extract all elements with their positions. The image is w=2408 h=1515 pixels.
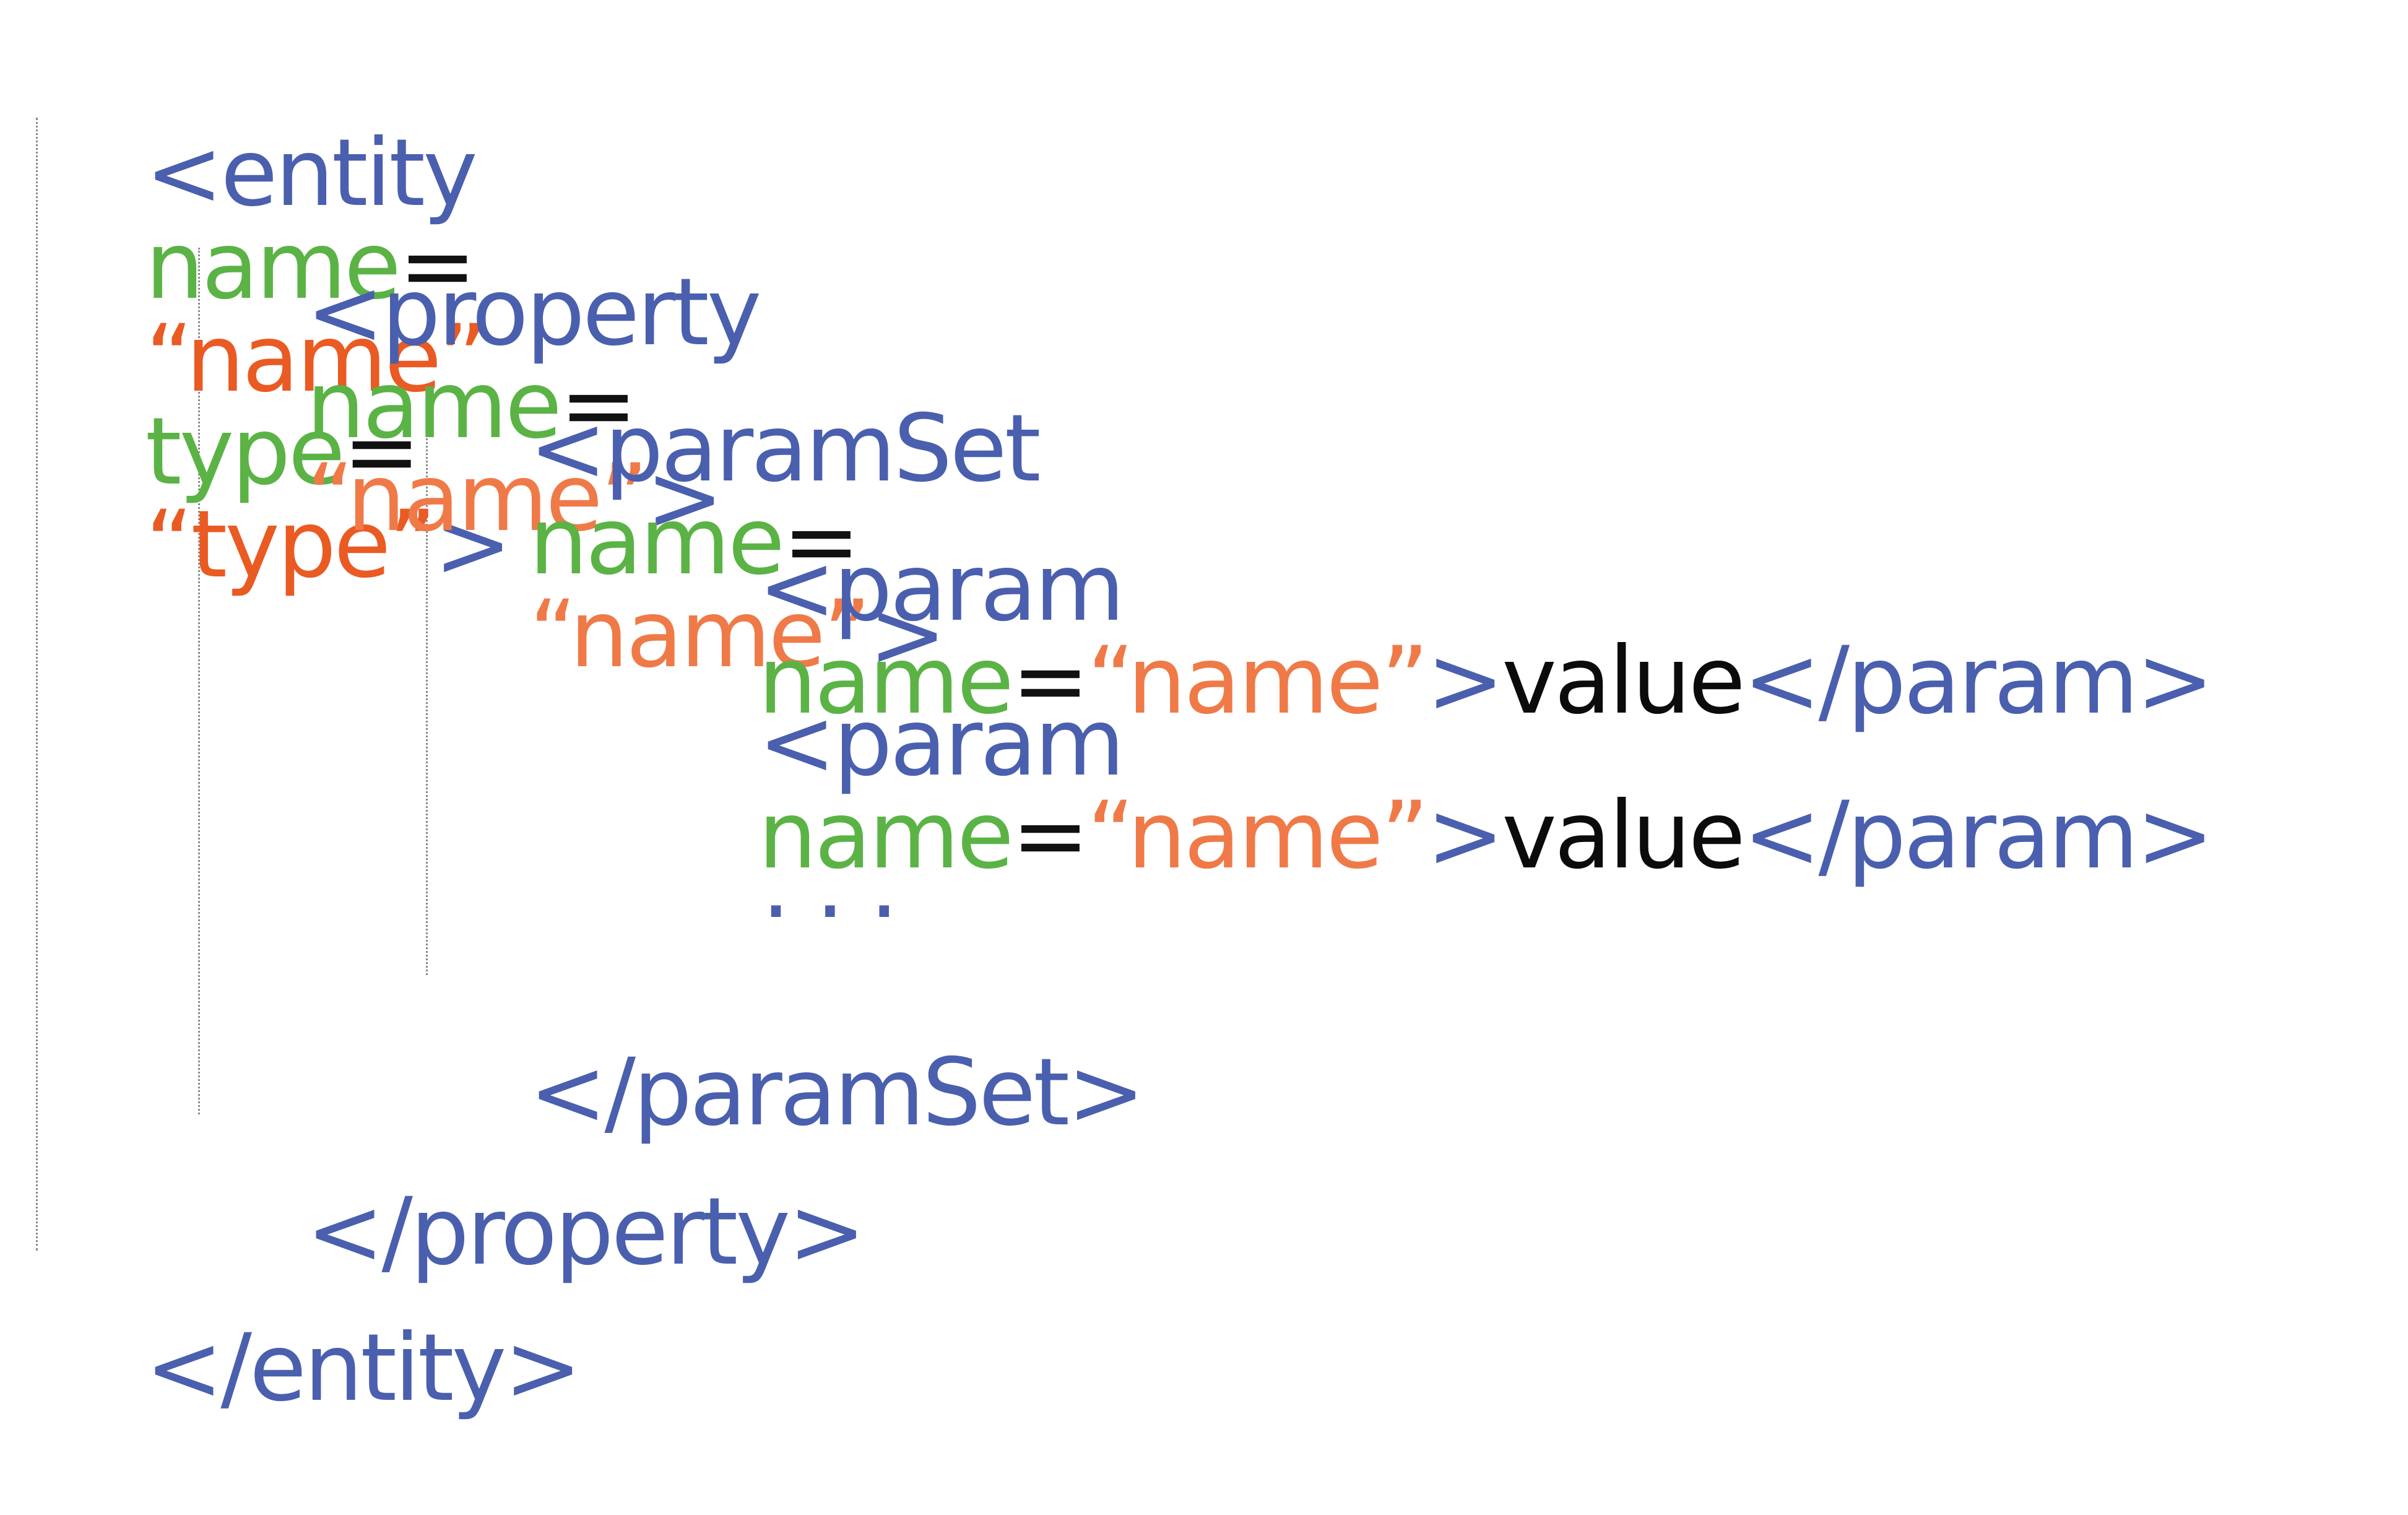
param-close-tag: </param> — [1743, 782, 2214, 890]
ellipsis: . . . — [653, 746, 899, 1025]
entity-indent-guide — [36, 118, 38, 1251]
param-name-attr: name — [758, 627, 1014, 735]
param-line: <param name=“name”>value</param> — [650, 604, 2214, 975]
param-open-tag: <param — [758, 689, 1125, 797]
param-name-attr: name — [758, 782, 1014, 890]
entity-open-tag: <entity — [145, 119, 478, 227]
param-name-value: “name” — [1086, 627, 1429, 735]
paramset-open-close-bracket: > — [868, 581, 946, 688]
param-open-tag: <param — [758, 534, 1125, 642]
property-name-value: “name” — [306, 445, 649, 552]
param-name-value: “name” — [1086, 782, 1429, 890]
param-line: <param name=“name”>value</param> — [650, 449, 2214, 820]
entity-open-close-bracket: > — [434, 491, 512, 599]
entity-open-line: <entity name= “name” type= “type”> — [37, 34, 512, 684]
paramset-name-equals: = — [782, 488, 860, 596]
property-close-tag: </property> — [306, 1178, 866, 1286]
entity-type-value: “type” — [145, 491, 437, 599]
paramset-indent-guide — [426, 387, 428, 975]
param-open-close-bracket: > — [1426, 627, 1504, 735]
entity-name-value: “name” — [145, 305, 488, 413]
param-close-tag: </param> — [1743, 627, 2214, 735]
paramset-open-line: <paramSet name= “name”> — [421, 310, 1041, 774]
paramset-open-tag: <paramSet — [529, 395, 1041, 503]
param-name-equals: = — [1011, 627, 1089, 735]
param-name-equals: = — [1011, 782, 1089, 890]
property-name-attr: name — [306, 352, 562, 459]
xml-structure-diagram: <entity name= “name” type= “type”> <prop… — [36, 34, 2214, 1415]
property-open-tag: <property — [306, 259, 762, 367]
entity-close-line: </entity> — [37, 1229, 582, 1508]
property-name-equals: = — [560, 352, 638, 459]
param-content-value: value — [1502, 782, 1746, 890]
ellipsis-text: . . . — [761, 831, 899, 939]
paramset-close-line: </paramSet> — [421, 953, 1145, 1232]
property-indent-guide — [198, 248, 200, 1114]
property-open-close-bracket: > — [646, 445, 724, 552]
param-open-close-bracket: > — [1426, 782, 1504, 890]
entity-name-attr: name — [145, 212, 401, 320]
paramset-name-attr: name — [529, 488, 785, 596]
paramset-name-value: “name” — [529, 581, 872, 688]
property-open-line: <property name= “name”> — [198, 173, 762, 638]
entity-close-tag: </entity> — [145, 1314, 582, 1422]
param-content-value: value — [1502, 627, 1746, 735]
property-close-line: </property> — [198, 1093, 866, 1371]
paramset-close-tag: </paramSet> — [529, 1039, 1145, 1147]
entity-type-equals: = — [342, 398, 421, 506]
entity-name-equals: = — [399, 212, 477, 320]
entity-type-attr: type — [145, 398, 345, 506]
